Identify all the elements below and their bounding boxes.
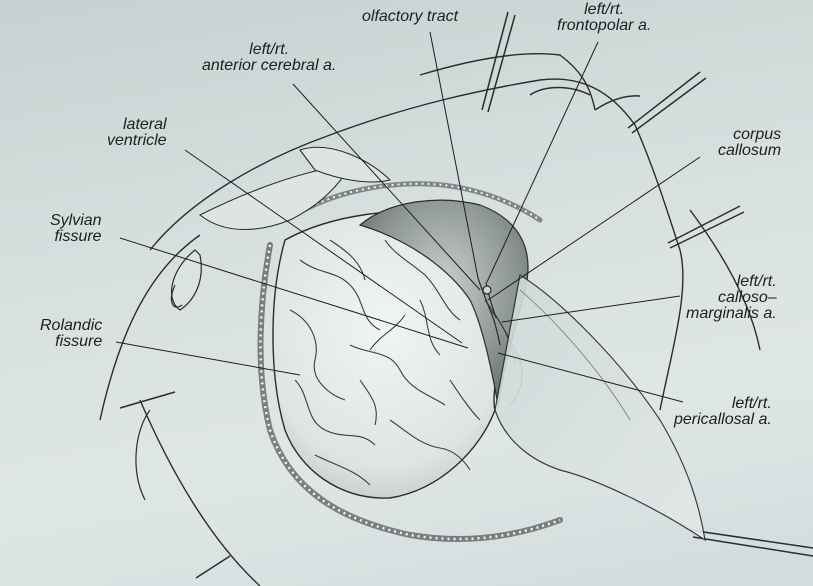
label-anterior-cerebral-artery: left/rt. anterior cerebral a. (202, 41, 337, 74)
label-pericallosal-artery: left/rt. pericallosal a. (674, 395, 772, 428)
label-callosomarginalis-artery: left/rt. calloso– marginalis a. (686, 273, 777, 322)
gyri-pattern (289, 239, 481, 486)
label-rolandic-fissure: Rolandic fissure (40, 317, 103, 350)
label-sylvian-fissure: Sylvian fissure (50, 212, 102, 245)
label-frontopolar-artery: left/rt. frontopolar a. (557, 1, 652, 34)
falx-retractor (494, 274, 706, 542)
scalp-folds (198, 146, 392, 231)
bone-edge (257, 181, 563, 542)
leader-lines (115, 31, 701, 403)
label-corpus-callosum: corpus callosum (718, 126, 782, 159)
scalp-outline (99, 53, 761, 586)
label-olfactory-tract: olfactory tract (362, 8, 459, 25)
retraction-sutures (119, 11, 813, 579)
artery-detail (477, 277, 501, 346)
dura-flap (135, 249, 202, 501)
label-lateral-ventricle: lateral ventricle (107, 116, 167, 149)
